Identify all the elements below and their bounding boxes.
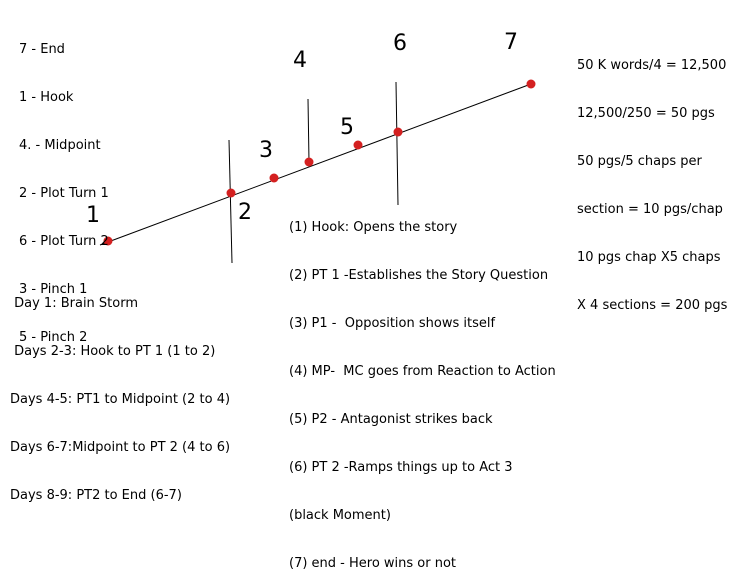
point-5-pinch-2 — [353, 140, 363, 150]
story-line — [99, 83, 532, 246]
description-line: (3) P1 - Opposition shows itself — [289, 316, 496, 331]
legend-item: 6 - Plot Turn 2 — [19, 234, 109, 249]
point-6-plot-turn-2 — [393, 127, 403, 137]
plot-diagram — [99, 79, 536, 264]
description-line: (4) MP- MC goes from Reaction to Action — [289, 364, 556, 379]
point-label-5: 5 — [340, 115, 354, 140]
legend-item: 7 - End — [19, 42, 65, 57]
schedule-line: Day 1: Brain Storm — [10, 296, 139, 311]
description-line: (7) end - Hero wins or not — [289, 556, 457, 571]
point-label-4: 4 — [293, 48, 307, 73]
legend-item: 3 - Pinch 1 — [19, 282, 88, 297]
schedule-line: Days 6-7:Midpoint to PT 2 (4 to 6) — [10, 440, 231, 455]
writing-schedule: Day 1: Brain Storm Days 2-3: Hook to PT … — [10, 264, 230, 520]
page-calculations: 50 K words/4 = 12,500 12,500/250 = 50 pg… — [577, 26, 727, 330]
calc-line: X 4 sections = 200 pgs — [577, 298, 728, 313]
schedule-line: Days 2-3: Hook to PT 1 (1 to 2) — [10, 344, 216, 359]
calc-line: section = 10 pgs/chap — [577, 202, 723, 217]
legend-item: 2 - Plot Turn 1 — [19, 186, 109, 201]
point-7-end — [526, 79, 536, 89]
plot-turn-1-marker — [228, 139, 233, 264]
description-line: (5) P2 - Antagonist strikes back — [289, 412, 493, 427]
legend-item: 1 - Hook — [19, 90, 74, 105]
calc-line: 50 pgs/5 chaps per — [577, 154, 702, 169]
schedule-line: Days 8-9: PT2 to End (6-7) — [10, 488, 182, 503]
legend: 7 - End 1 - Hook 4. - Midpoint 2 - Plot … — [19, 10, 109, 362]
point-2-plot-turn-1 — [226, 188, 236, 198]
point-4-midpoint — [304, 157, 314, 167]
point-label-6: 6 — [393, 31, 407, 56]
point-descriptions: (1) Hook: Opens the story (2) PT 1 -Esta… — [289, 188, 556, 588]
midpoint-marker — [307, 98, 310, 163]
plot-turn-2-marker — [395, 81, 399, 206]
description-line: (2) PT 1 -Establishes the Story Question — [289, 268, 549, 283]
schedule-line: Days 4-5: PT1 to Midpoint (2 to 4) — [10, 392, 231, 407]
calc-line: 50 K words/4 = 12,500 — [577, 58, 727, 73]
point-label-2: 2 — [238, 200, 252, 225]
calc-line: 10 pgs chap X5 chaps — [577, 250, 721, 265]
description-line: (black Moment) — [289, 508, 391, 523]
point-label-7: 7 — [504, 30, 518, 55]
point-3-pinch-1 — [269, 173, 279, 183]
legend-item: 5 - Pinch 2 — [19, 330, 88, 345]
point-label-1: 1 — [86, 203, 100, 228]
point-label-3: 3 — [259, 138, 273, 163]
legend-item: 4. - Midpoint — [19, 138, 101, 153]
description-line: (6) PT 2 -Ramps things up to Act 3 — [289, 460, 513, 475]
calc-line: 12,500/250 = 50 pgs — [577, 106, 715, 121]
description-line: (1) Hook: Opens the story — [289, 220, 458, 235]
point-1-hook — [103, 236, 113, 246]
